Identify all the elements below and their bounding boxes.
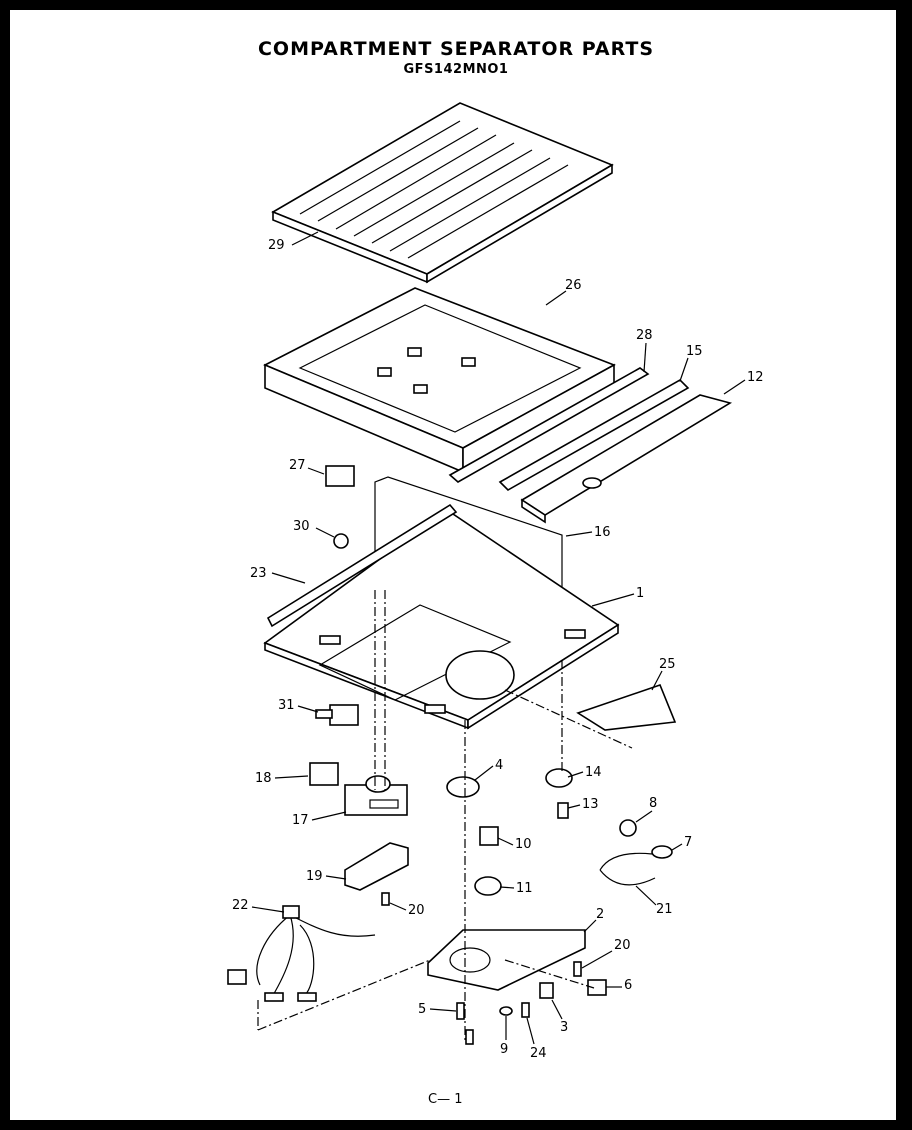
part-rod-16	[374, 476, 563, 660]
part-screws	[381, 892, 582, 1045]
part-block-27	[325, 465, 355, 487]
part-10	[479, 826, 499, 846]
label-16: 16	[594, 525, 611, 540]
label-20-lower: 20	[614, 938, 631, 953]
label-7: 7	[684, 835, 692, 850]
part-grille-29	[271, 102, 614, 284]
alignment-lines	[257, 590, 633, 1040]
model-number: GFS142MNO1	[403, 62, 509, 77]
label-6: 6	[624, 978, 632, 993]
diagram-title: COMPARTMENT SEPARATOR PARTS	[257, 38, 655, 60]
label-17: 17	[292, 813, 309, 828]
part-insulation-25	[576, 683, 677, 731]
part-14	[545, 768, 573, 788]
label-23: 23	[250, 566, 267, 581]
label-25: 25	[659, 657, 676, 672]
label-12: 12	[747, 370, 764, 385]
label-9: 9	[500, 1042, 508, 1057]
label-28: 28	[636, 328, 653, 343]
part-rail-28	[448, 367, 650, 483]
part-housing-17	[344, 775, 408, 816]
label-21: 21	[656, 902, 673, 917]
part-bulb-8	[619, 819, 637, 837]
label-20-upper: 20	[408, 903, 425, 918]
footer-mark: C— 1	[428, 1092, 462, 1107]
part-socket-7	[651, 845, 673, 859]
label-11: 11	[516, 881, 533, 896]
part-harness-22	[227, 905, 376, 1002]
label-22: 22	[232, 898, 249, 913]
label-18: 18	[255, 771, 272, 786]
part-bracket-12	[520, 394, 733, 524]
part-3	[539, 982, 554, 999]
label-27: 27	[289, 458, 306, 473]
label-13: 13	[582, 797, 599, 812]
part-gasket-18	[309, 762, 339, 786]
label-14: 14	[585, 765, 602, 780]
label-31: 31	[278, 698, 295, 713]
label-26: 26	[565, 278, 582, 293]
label-5: 5	[418, 1002, 426, 1017]
part-rail-15	[498, 379, 690, 491]
part-separator-pan-1	[263, 509, 620, 730]
callout-labels: 29 26 28 15 12 27 30 16 23 1 25 31	[232, 231, 764, 1061]
label-4: 4	[495, 758, 503, 773]
part-frame-26	[263, 287, 616, 474]
part-31	[315, 704, 359, 726]
label-24: 24	[530, 1046, 547, 1061]
part-13	[557, 802, 569, 819]
label-8: 8	[649, 796, 657, 811]
label-29: 29	[268, 238, 285, 253]
part-plug-30	[333, 533, 349, 549]
label-15: 15	[686, 344, 703, 359]
label-30: 30	[293, 519, 310, 534]
label-2: 2	[596, 907, 604, 922]
label-10: 10	[515, 837, 532, 852]
label-19: 19	[306, 869, 323, 884]
part-4	[446, 776, 480, 798]
label-3: 3	[560, 1020, 568, 1035]
label-1: 1	[636, 586, 644, 601]
part-bracket-19	[344, 842, 409, 891]
part-wire-21	[599, 852, 656, 886]
part-11	[474, 876, 502, 896]
part-strip-23	[266, 503, 458, 628]
